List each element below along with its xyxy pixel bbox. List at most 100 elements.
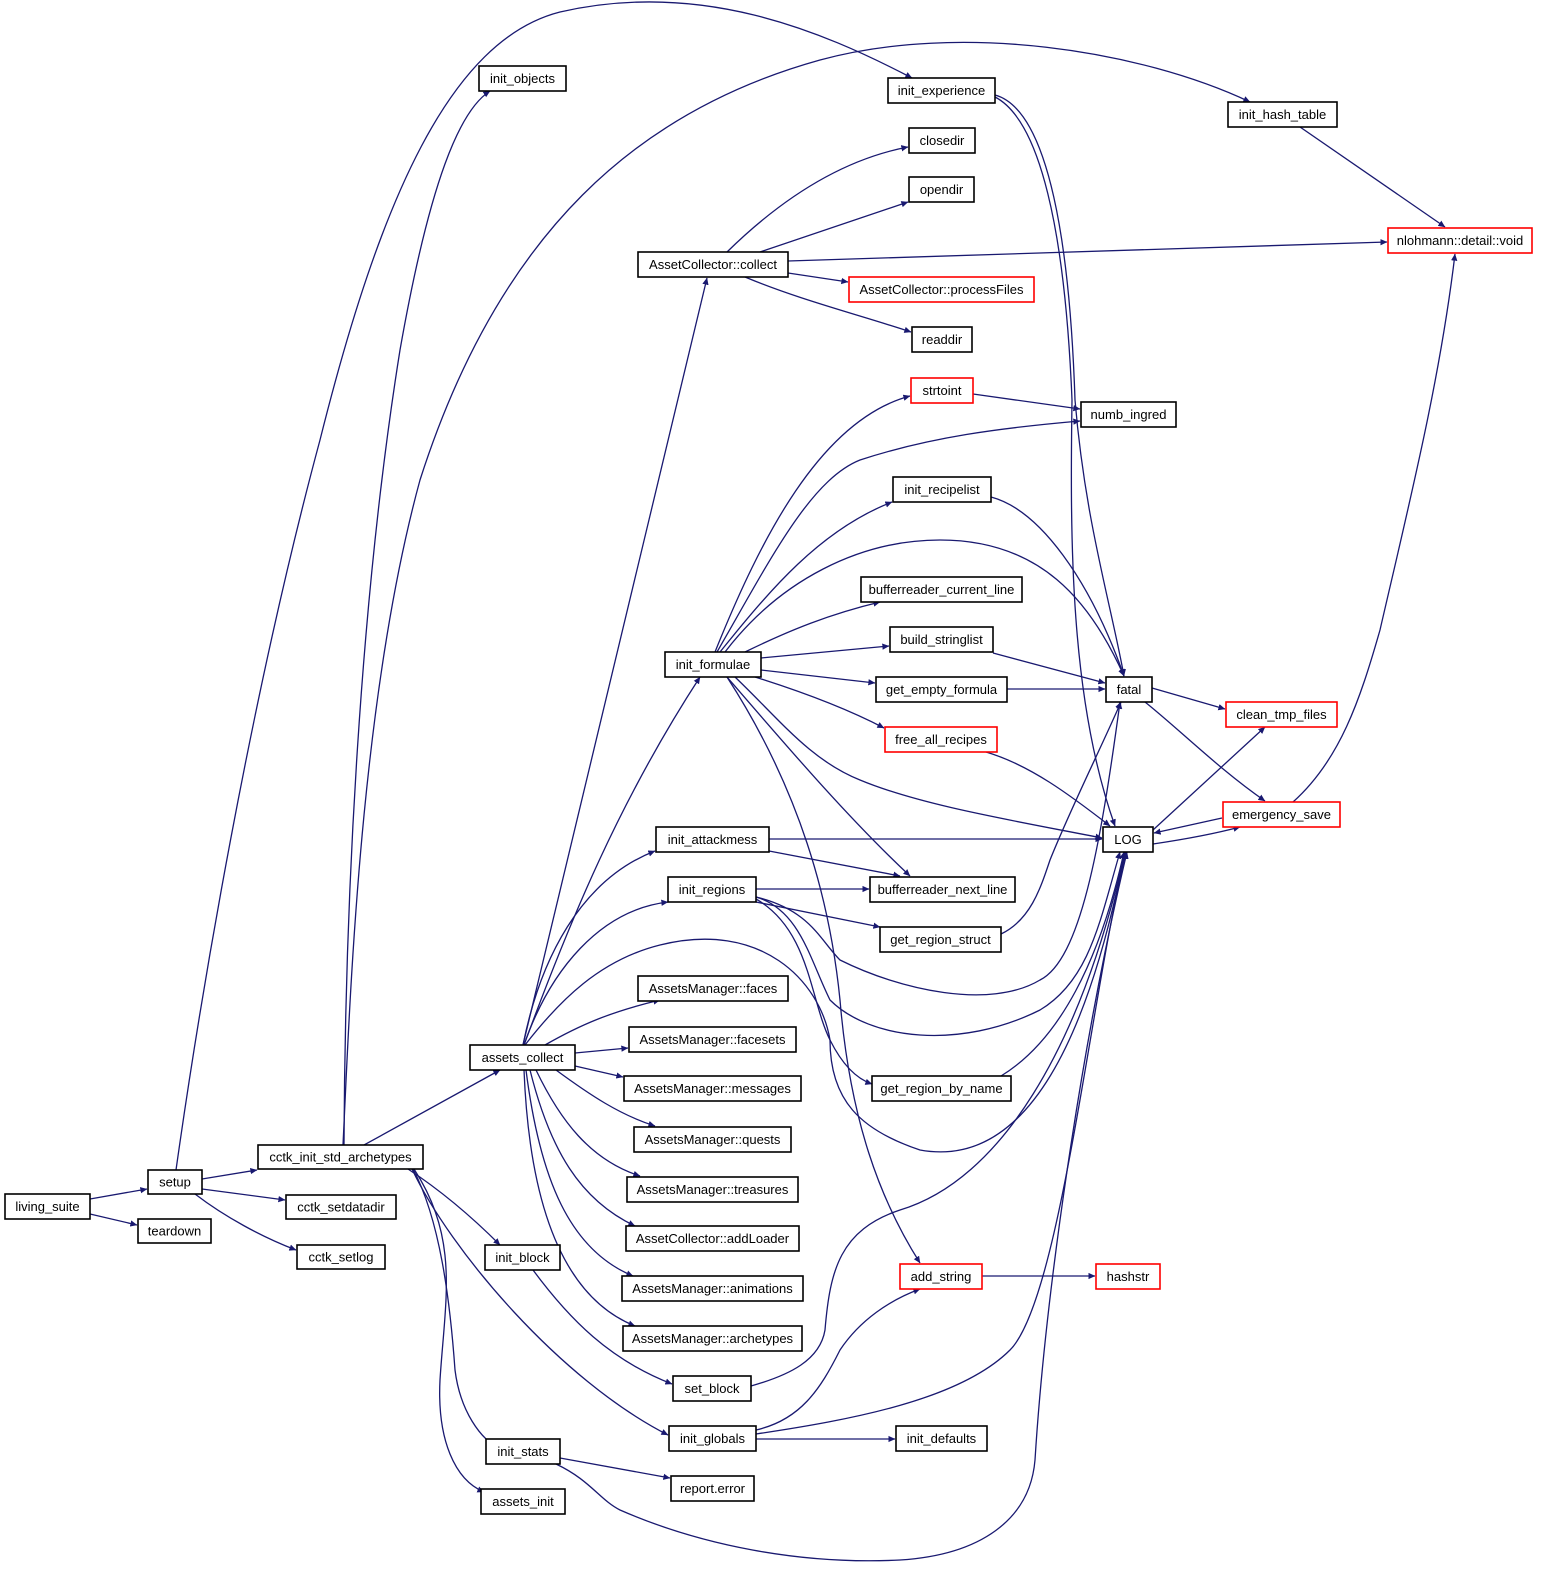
node-get_region_by_name[interactable]: get_region_by_name [871,1075,1012,1102]
node-box[interactable] [623,1075,802,1102]
node-teardown[interactable]: teardown [137,1218,212,1244]
node-box[interactable] [908,176,975,203]
node-box[interactable] [1225,701,1338,728]
node-box[interactable] [889,626,994,653]
node-box[interactable] [899,1263,983,1290]
node-get_empty_formula[interactable]: get_empty_formula [875,676,1008,703]
node-box[interactable] [871,1075,1012,1102]
node-box[interactable] [637,975,789,1002]
node-setup[interactable]: setup [147,1169,203,1195]
node-ac_addLoader[interactable]: AssetCollector::addLoader [625,1225,800,1252]
node-box[interactable] [480,1488,566,1515]
node-box[interactable] [1102,826,1154,853]
node-box[interactable] [285,1194,397,1220]
node-init_recipelist[interactable]: init_recipelist [892,476,992,503]
node-box[interactable] [1222,801,1341,828]
node-assets_collect[interactable]: assets_collect [469,1044,576,1071]
node-get_region_struct[interactable]: get_region_struct [879,926,1002,953]
node-box[interactable] [4,1193,91,1220]
node-am_archetypes[interactable]: AssetsManager::archetypes [622,1325,803,1352]
node-init_attackmess[interactable]: init_attackmess [655,826,770,853]
node-box[interactable] [257,1144,424,1170]
node-br_next_line[interactable]: bufferreader_next_line [869,876,1016,903]
node-init_stats[interactable]: init_stats [485,1438,561,1465]
node-LOG[interactable]: LOG [1102,826,1154,853]
node-box[interactable] [869,876,1016,903]
node-box[interactable] [484,1244,561,1271]
node-box[interactable] [1387,227,1533,254]
node-box[interactable] [860,576,1023,603]
node-box[interactable] [296,1244,386,1270]
node-box[interactable] [1080,401,1177,428]
node-numb_ingred[interactable]: numb_ingred [1080,401,1177,428]
node-box[interactable] [887,77,996,104]
node-cctk_setdatadir[interactable]: cctk_setdatadir [285,1194,397,1220]
node-build_stringlist[interactable]: build_stringlist [889,626,994,653]
node-init_block[interactable]: init_block [484,1244,561,1271]
node-init_objects[interactable]: init_objects [478,65,567,92]
node-assets_init[interactable]: assets_init [480,1488,566,1515]
node-init_hash_table[interactable]: init_hash_table [1227,101,1338,128]
node-closedir[interactable]: closedir [908,127,976,154]
node-strtoint[interactable]: strtoint [910,377,974,404]
node-box[interactable] [626,1176,799,1203]
node-box[interactable] [1095,1263,1161,1290]
node-box[interactable] [628,1026,797,1053]
node-report_error[interactable]: report.error [670,1475,755,1502]
node-box[interactable] [625,1225,800,1252]
node-init_formulae[interactable]: init_formulae [664,651,762,678]
node-fatal[interactable]: fatal [1105,676,1153,703]
node-init_defaults[interactable]: init_defaults [895,1425,988,1452]
node-opendir[interactable]: opendir [908,176,975,203]
node-am_quests[interactable]: AssetsManager::quests [633,1126,792,1153]
node-box[interactable] [137,1218,212,1244]
node-set_block[interactable]: set_block [672,1375,752,1402]
node-nlohmann_void[interactable]: nlohmann::detail::void [1387,227,1533,254]
node-clean_tmp_files[interactable]: clean_tmp_files [1225,701,1338,728]
node-box[interactable] [848,276,1035,303]
node-init_globals[interactable]: init_globals [668,1425,757,1452]
node-cctk_init_std_archetypes[interactable]: cctk_init_std_archetypes [257,1144,424,1170]
node-box[interactable] [633,1126,792,1153]
node-box[interactable] [621,1275,804,1302]
node-box[interactable] [879,926,1002,953]
node-box[interactable] [1227,101,1338,128]
node-box[interactable] [911,326,973,353]
node-box[interactable] [667,876,757,903]
node-box[interactable] [485,1438,561,1465]
node-am_animations[interactable]: AssetsManager::animations [621,1275,804,1302]
node-emergency_save[interactable]: emergency_save [1222,801,1341,828]
node-am_treasures[interactable]: AssetsManager::treasures [626,1176,799,1203]
node-hashstr[interactable]: hashstr [1095,1263,1161,1290]
node-box[interactable] [1105,676,1153,703]
node-box[interactable] [892,476,992,503]
node-box[interactable] [672,1375,752,1402]
node-box[interactable] [910,377,974,404]
node-box[interactable] [478,65,567,92]
node-br_current_line[interactable]: bufferreader_current_line [860,576,1023,603]
node-box[interactable] [895,1425,988,1452]
node-box[interactable] [670,1475,755,1502]
node-ac_collect[interactable]: AssetCollector::collect [637,251,789,278]
node-cctk_setlog[interactable]: cctk_setlog [296,1244,386,1270]
node-ac_processFiles[interactable]: AssetCollector::processFiles [848,276,1035,303]
node-free_all_recipes[interactable]: free_all_recipes [884,726,998,753]
node-box[interactable] [655,826,770,853]
node-box[interactable] [908,127,976,154]
node-init_experience[interactable]: init_experience [887,77,996,104]
node-box[interactable] [664,651,762,678]
node-box[interactable] [147,1169,203,1195]
node-am_facesets[interactable]: AssetsManager::facesets [628,1026,797,1053]
node-init_regions[interactable]: init_regions [667,876,757,903]
node-am_faces[interactable]: AssetsManager::faces [637,975,789,1002]
node-box[interactable] [668,1425,757,1452]
node-box[interactable] [884,726,998,753]
node-readdir[interactable]: readdir [911,326,973,353]
node-am_messages[interactable]: AssetsManager::messages [623,1075,802,1102]
node-box[interactable] [875,676,1008,703]
node-box[interactable] [637,251,789,278]
node-box[interactable] [622,1325,803,1352]
node-add_string[interactable]: add_string [899,1263,983,1290]
node-living_suite[interactable]: living_suite [4,1193,91,1220]
node-box[interactable] [469,1044,576,1071]
